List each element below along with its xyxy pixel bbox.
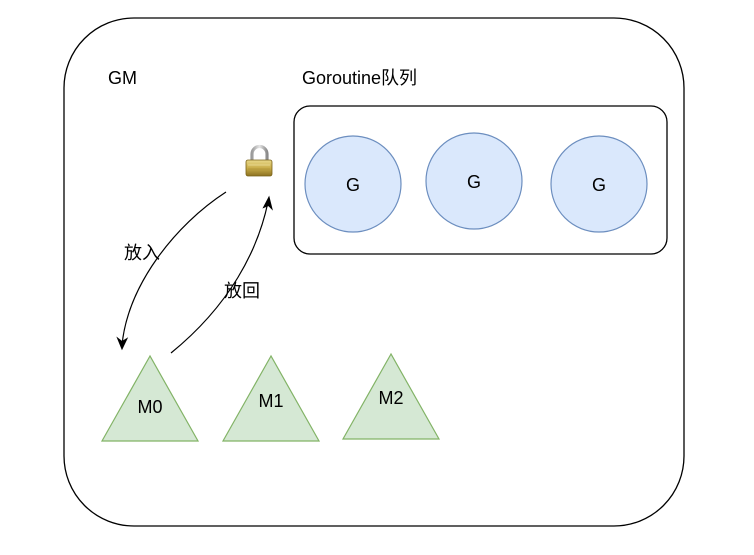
machine-triangle: [221, 354, 321, 442]
goroutine-node: G: [550, 135, 648, 233]
put-arrow-label: 放入: [124, 243, 160, 263]
return-arrow-label: 放回: [224, 281, 260, 301]
gm-container: [63, 17, 685, 527]
machine-label: M1: [258, 391, 283, 411]
goroutine-label: G: [467, 172, 481, 192]
padlock-icon: [245, 144, 273, 177]
machine-triangle: [100, 354, 200, 442]
return-arrow: [170, 195, 273, 354]
goroutine-queue-label: Goroutine队列: [302, 68, 417, 88]
goroutine-circle: [304, 135, 402, 233]
gm-label: GM: [108, 68, 137, 88]
machine-node: M2: [341, 352, 441, 440]
goroutine-circle: [425, 132, 523, 230]
goroutine-label: G: [346, 175, 360, 195]
put-arrow: [116, 191, 227, 351]
goroutine-circle: [550, 135, 648, 233]
machine-label: M2: [378, 388, 403, 408]
goroutine-node: G: [425, 132, 523, 230]
machine-node: M1: [221, 354, 321, 442]
machine-label: M0: [137, 397, 162, 417]
machine-node: M0: [100, 354, 200, 442]
goroutine-node: G: [304, 135, 402, 233]
goroutine-label: G: [592, 175, 606, 195]
machine-triangle: [341, 352, 441, 440]
